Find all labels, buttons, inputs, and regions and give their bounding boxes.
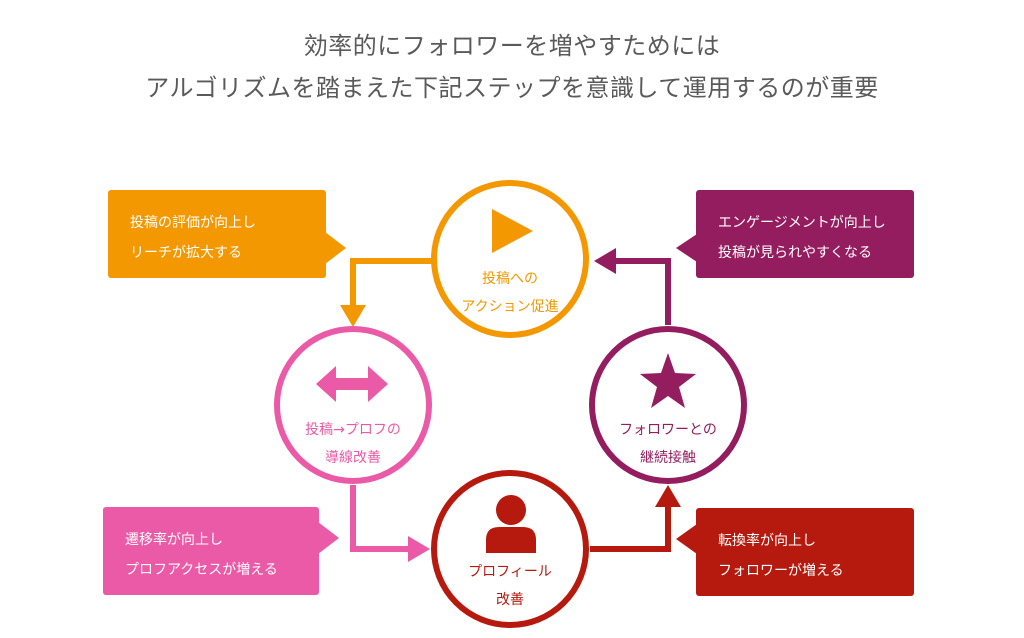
step-contact-line2: 継続接触: [640, 450, 696, 466]
callout-red-line2: フォロワーが増える: [718, 563, 844, 579]
arrowhead-profile-to-contact: [655, 485, 681, 507]
step-circle-flow: [274, 326, 432, 484]
connector-profile-to-contact: [590, 505, 671, 552]
step-label-profile: プロフィール 改善: [440, 558, 580, 614]
person-icon: [486, 495, 536, 553]
callout-red-line1: 転換率が向上し: [718, 533, 816, 549]
step-flow-line1: 投稿→プロフの: [305, 422, 401, 438]
star-icon: [640, 353, 696, 408]
callout-pink-line2: プロフアクセスが増える: [125, 562, 278, 578]
arrowhead-contact-to-action: [594, 248, 616, 274]
heading-line-1: 効率的にフォロワーを増やすためには: [303, 32, 721, 60]
connector-action-to-flow: [350, 258, 432, 307]
callout-red-pointer: [676, 524, 697, 554]
connector-flow-to-profile: [350, 485, 410, 552]
callout-purple-line1: エンゲージメントが向上し: [718, 215, 886, 231]
step-action-line1: 投稿への: [482, 271, 538, 287]
step-profile-line2: 改善: [496, 592, 524, 608]
callout-orange-line1: 投稿の評価が向上し: [130, 215, 256, 231]
callout-pink-line1: 遷移率が向上し: [125, 532, 223, 548]
heading-line-2: アルゴリズムを踏まえた下記ステップを意識して運用するのが重要: [145, 74, 879, 102]
callout-pink: 遷移率が向上し プロフアクセスが増える: [103, 507, 319, 595]
step-profile-line1: プロフィール: [468, 564, 552, 580]
step-contact-line1: フォロワーとの: [619, 422, 717, 438]
callout-purple-line2: 投稿が見られやすくなる: [718, 245, 872, 261]
step-label-flow: 投稿→プロフの 導線改善: [283, 416, 423, 472]
callout-orange-line2: リーチが拡大する: [130, 245, 242, 261]
callout-orange-pointer: [325, 232, 346, 264]
connector-contact-to-action: [614, 258, 671, 325]
callout-purple-pointer: [676, 234, 697, 262]
step-flow-line2: 導線改善: [325, 450, 381, 466]
callout-red: 転換率が向上し フォロワーが増える: [696, 508, 914, 596]
step-circle-action: [431, 180, 589, 338]
double-arrow-icon: [316, 366, 388, 402]
callout-orange: 投稿の評価が向上し リーチが拡大する: [108, 190, 326, 278]
arrowhead-action-to-flow: [340, 305, 366, 327]
callout-pink-pointer: [318, 522, 339, 554]
step-action-line2: アクション促進: [461, 299, 559, 315]
play-icon: [492, 209, 533, 253]
step-label-action: 投稿への アクション促進: [440, 265, 580, 321]
arrowhead-flow-to-profile: [408, 536, 430, 562]
callout-purple: エンゲージメントが向上し 投稿が見られやすくなる: [696, 190, 914, 278]
step-label-contact: フォロワーとの 継続接触: [598, 416, 738, 472]
step-circle-contact: [589, 326, 747, 484]
